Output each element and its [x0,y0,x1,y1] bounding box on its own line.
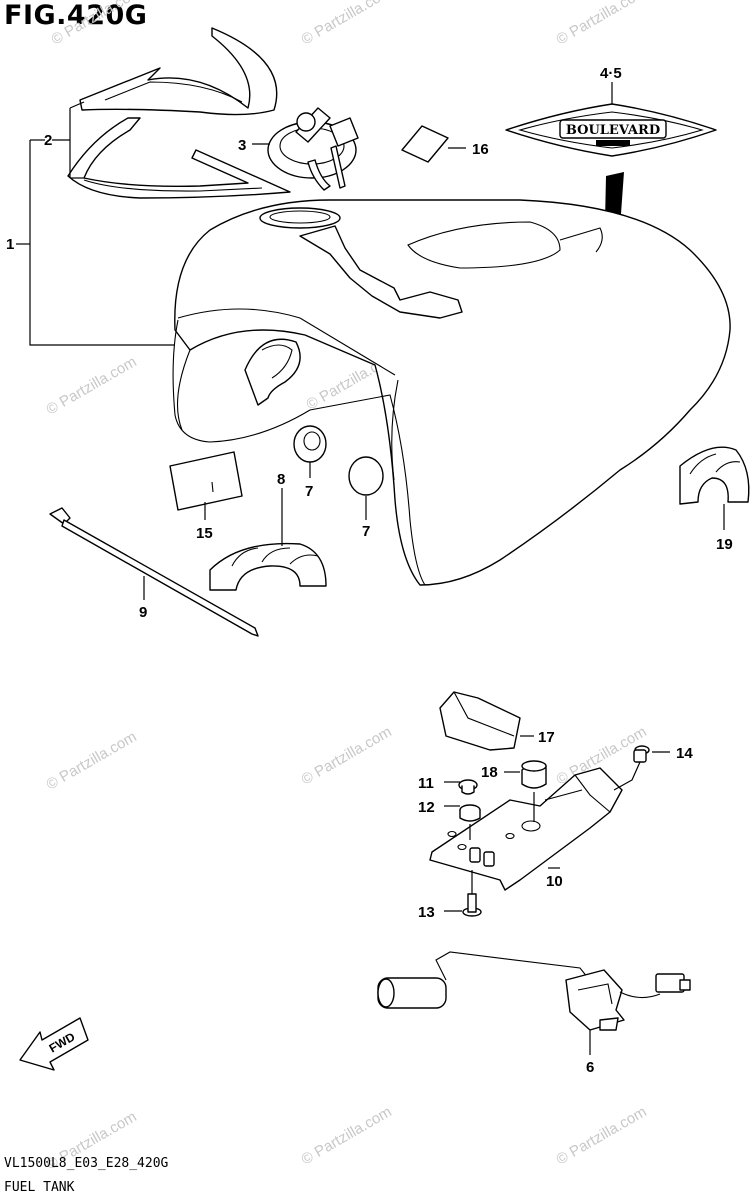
emblem-text: BOULEVARD [566,123,660,138]
callout-16: 16 [472,141,489,158]
watermark: © Partzilla.com [299,1103,395,1168]
callout-17: 17 [538,729,555,746]
model-code: VL1500L8_E03_E28_420G [4,1156,169,1171]
callout-8: 8 [277,471,285,488]
callout-2: 2 [44,132,52,149]
watermark: © Partzilla.com [554,1103,650,1168]
bolt-11[interactable] [458,779,478,795]
callout-7a: 7 [305,483,313,500]
callout-10: 10 [546,873,563,890]
callout-18: 18 [481,764,498,781]
label-sticker-16[interactable] [401,125,449,163]
cushion-7b[interactable] [348,456,384,496]
callout-19: 19 [716,536,733,553]
cushion-strip-8[interactable] [209,542,327,591]
fuel-level-sender[interactable] [377,951,691,1031]
watermark: © Partzilla.com [299,723,395,788]
callout-11: 11 [418,775,434,792]
cable-tie[interactable] [49,507,259,637]
callout-1: 1 [6,236,14,253]
fuel-tank[interactable] [172,199,731,586]
fuel-cap[interactable] [267,107,359,191]
section-name: FUEL TANK [4,1180,75,1195]
leader-lines [16,82,725,1055]
bracket-10[interactable] [429,767,623,891]
watermark: © Partzilla.com [44,353,140,418]
callout-3: 3 [238,137,246,154]
stripe-decals[interactable] [67,27,291,199]
cushion-18[interactable] [521,760,547,822]
watermark: © Partzilla.com [44,728,140,793]
watermark: © Partzilla.com [554,0,650,48]
callout-4-5: 4·5 [600,65,622,82]
callout-7b: 7 [362,523,370,540]
watermarks: © Partzilla.com © Partzilla.com © Partzi… [44,0,650,1173]
cushion-17[interactable] [439,691,521,751]
bolt-14[interactable] [613,745,650,791]
grommet-12[interactable] [459,804,481,840]
cushion-strip-19[interactable] [679,446,750,505]
watermark: © Partzilla.com [49,0,145,48]
bolt-13[interactable] [462,870,482,917]
label-sticker-15[interactable] [169,451,243,511]
callout-6: 6 [586,1059,594,1076]
fwd-arrow: FWD [19,1017,89,1071]
callout-9: 9 [139,604,147,621]
figure-title: FIG.420G [4,0,148,31]
callout-13: 13 [418,904,435,921]
callouts: 1 2 3 4·5 6 7 7 8 9 10 11 12 13 14 15 16… [6,65,733,1076]
callout-15: 15 [196,525,213,542]
callout-14: 14 [676,745,693,762]
cushion-7a[interactable] [293,425,327,463]
callout-12: 12 [418,799,435,816]
watermark: © Partzilla.com [299,0,395,48]
